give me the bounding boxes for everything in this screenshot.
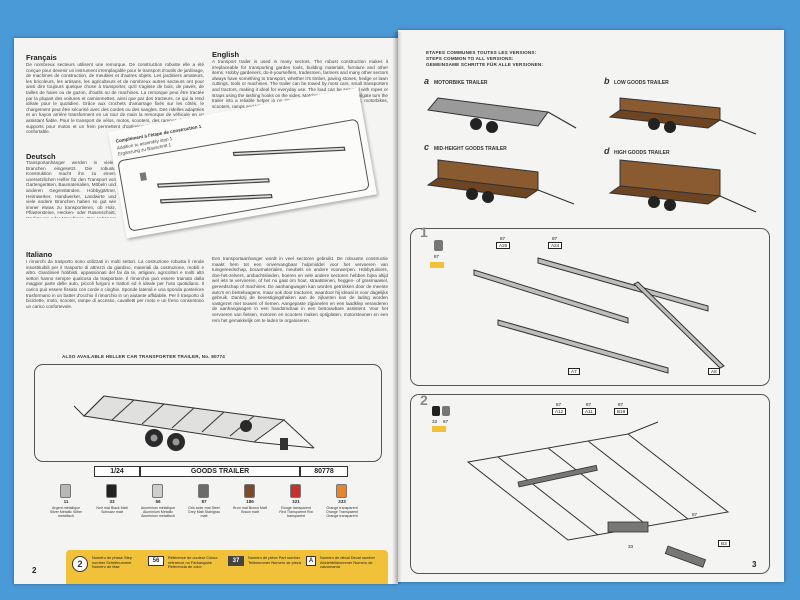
step-number-text: Numéro de phase Step number Schrittnumme… <box>92 555 133 569</box>
scale-label: 1/24 <box>94 466 140 477</box>
paint-chip-321 <box>290 484 301 498</box>
step-1-paint-chip <box>434 240 443 251</box>
italiano-text: I rimorchi da trasporto sono utilizzati … <box>26 259 204 309</box>
step-2-paint-ref-2: 87 <box>443 419 449 424</box>
deutsch-text: Transportanhänger werden in vielen Branc… <box>26 160 116 218</box>
version-d-letter: d <box>604 146 610 156</box>
paint-chip-333 <box>336 484 347 498</box>
paint-label-186: Brun mat Brown Matt Braun matt <box>233 506 267 515</box>
paint-chip-11 <box>60 484 71 498</box>
high-goods-trailer-drawing <box>608 159 757 213</box>
version-a-letter: a <box>424 76 430 86</box>
mid-height-goods-trailer-drawing <box>426 159 575 205</box>
step-2-number: 2 <box>420 392 428 408</box>
paint-number-33: 33 <box>109 499 115 504</box>
italiano-title: Italiano <box>26 250 53 259</box>
step-2-paint-ref-1: 33 <box>432 419 438 424</box>
step-1-part-2: A24 <box>548 242 563 249</box>
version-b-letter: b <box>604 76 610 86</box>
paint-label-56: Aluminium métallique Aluminium Metallic … <box>140 506 176 519</box>
paint-number-87: 87 <box>201 499 207 504</box>
common-steps-header-en: STEPS COMMON TO ALL VERSIONS: <box>426 56 514 61</box>
step-2-paint-tag <box>432 426 446 432</box>
paint-chip-186 <box>244 484 255 498</box>
step-number-badge: 2 <box>72 556 88 572</box>
right-page-number: 3 <box>752 560 757 569</box>
insert-parts-drawing <box>139 146 346 204</box>
paint-number-321: 321 <box>292 499 300 504</box>
kit-number-label: 80778 <box>300 466 348 477</box>
step-2-ref-1: 87 <box>556 402 562 407</box>
version-b-label: LOW GOODS TRAILER <box>614 80 669 86</box>
motorbike-trailer-drawing <box>427 97 577 133</box>
part-number-badge: 37 <box>228 556 244 566</box>
step-2-frame <box>410 394 770 574</box>
step-1-ref-2: 87 <box>552 236 558 241</box>
paint-label-321: Rouge transparent Red Transparent Rot tr… <box>279 506 313 519</box>
decal-number-badge: A <box>306 556 316 566</box>
step-1-paint-tag <box>430 262 444 268</box>
step-2-part-b19: B19 <box>614 408 629 415</box>
part-number-text: Numéro de pièce Part number Teilenummer … <box>248 555 301 565</box>
kit-name-label: GOODS TRAILER <box>140 466 300 477</box>
paint-number-333: 333 <box>338 499 346 504</box>
paint-number-56: 56 <box>155 499 161 504</box>
booklet-spine <box>392 32 402 584</box>
step-2-part-b3: B3 <box>718 540 730 547</box>
step-2-ref-2: 87 <box>586 402 592 407</box>
right-page: ETAPES COMMUNES TOUTES LES VERSIONS: STE… <box>398 30 784 582</box>
step-2-side-ref: 87 <box>692 512 698 517</box>
colour-reference-badge: 56 <box>148 556 164 566</box>
common-steps-header-fr: ETAPES COMMUNES TOUTES LES VERSIONS: <box>426 50 537 55</box>
step-1-paint-ref: 87 <box>434 254 440 259</box>
paint-number-186: 186 <box>246 499 254 504</box>
deutsch-title: Deutsch <box>26 152 56 161</box>
step-2-black-paint-chip <box>432 406 440 416</box>
version-c-label: MID-HEIGHT GOODS TRAILER <box>434 146 507 152</box>
step-2-bottom-ref: 33 <box>628 544 634 549</box>
car-transporter-frame <box>34 364 382 462</box>
nederlands-text: Een transportaanhanger wordt in veel sec… <box>212 256 388 323</box>
step-2-part-a11: A11 <box>582 408 596 415</box>
paint-number-11: 11 <box>63 499 69 504</box>
step-2-frame-drawing <box>466 421 730 568</box>
low-goods-trailer-drawing <box>608 97 757 135</box>
francais-title: Français <box>26 53 57 62</box>
step-1-ref-1: 87 <box>500 236 506 241</box>
paint-chip-33 <box>106 484 117 498</box>
symbol-legend: 2 Numéro de phase Step number Schrittnum… <box>66 550 388 584</box>
paint-label-33: Noir mat Black Matt Schwarz matt <box>96 506 128 515</box>
step-1-number: 1 <box>420 224 428 240</box>
step-1-frame <box>410 228 770 386</box>
version-a-label: MOTORBIKE TRAILER <box>434 80 488 86</box>
version-c-letter: c <box>424 142 430 152</box>
paint-label-333: Orange transparent Orange Transparent Or… <box>325 506 359 519</box>
step-1-rails-drawing <box>473 257 725 374</box>
car-transporter-drawing <box>73 395 315 451</box>
also-available-text: ALSO AVAILABLE HELLER CAR TRANSPORTER TR… <box>62 354 225 359</box>
francais-text: De nombreux secteurs utilisent une remor… <box>26 62 204 135</box>
paint-chip-87 <box>198 484 209 498</box>
step-2-part-a12: A12 <box>552 408 567 415</box>
step-1-part-a7: A7 <box>568 368 580 375</box>
paint-label-87: Gris acier mat Steel Grey Matt Stahlgrau… <box>187 506 221 519</box>
assembly-insert-slip: Complément à l'étape de construction 1 A… <box>108 87 377 239</box>
colour-reference-text: Référence de couleur Colour reference no… <box>168 555 218 569</box>
paint-label-11: Argent métallique Silver Metallic Silber… <box>49 506 83 519</box>
common-steps-header-de: GEMEINSAME SCHRITTE FÜR ALLE VERSIONEN: <box>426 62 544 67</box>
left-page-number: 2 <box>32 566 37 575</box>
step-2-ref-3: 87 <box>618 402 624 407</box>
decal-number-text: Numéro de décal Decal number Abziehbildn… <box>320 555 375 569</box>
english-title: English <box>212 50 240 59</box>
version-d-label: HIGH GOODS TRAILER <box>614 150 670 156</box>
step-2-grey-paint-chip <box>442 406 450 416</box>
step-1-part-a8: A8 <box>708 368 720 375</box>
step-1-part-1: A26 <box>496 242 511 249</box>
paint-chip-56 <box>152 484 163 498</box>
